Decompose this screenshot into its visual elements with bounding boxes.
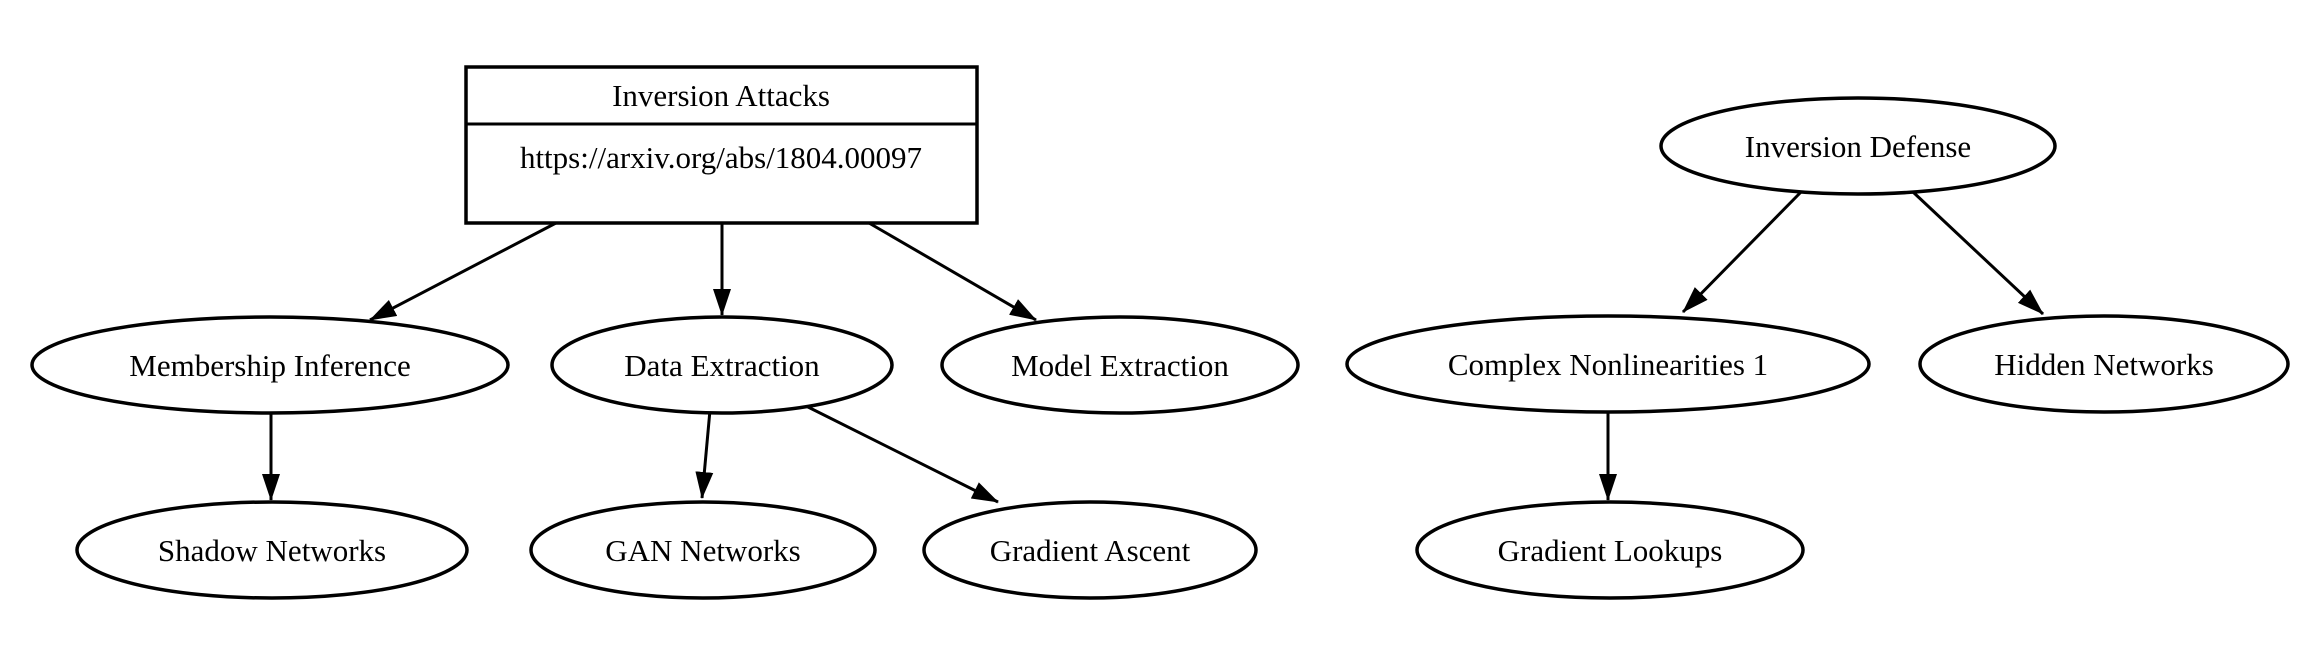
gradient-lookups-ellipse <box>1415 500 1805 600</box>
model-extraction-label: Model Extraction <box>1011 348 1229 383</box>
gan-networks-ellipse <box>529 500 877 600</box>
model-extraction-ellipse <box>940 315 1300 415</box>
edge-inversion-attacks-to-model-extraction <box>868 221 1037 322</box>
node-inversion-defense: Inversion Defense <box>1659 96 2057 196</box>
edge-inversion-attacks-to-membership-inference <box>369 221 557 322</box>
node-data-extraction: Data Extraction <box>550 315 894 415</box>
gradient-ascent-ellipse <box>922 500 1258 600</box>
node-gan-networks: GAN Networks <box>529 500 877 600</box>
node-shadow-networks: Shadow Networks <box>75 500 469 600</box>
inversion-attacks-title: Inversion Attacks <box>612 78 830 113</box>
membership-inference-label: Membership Inference <box>129 348 410 383</box>
gan-networks-label: GAN Networks <box>605 533 800 568</box>
shadow-networks-ellipse <box>75 500 469 600</box>
complex-nonlinearities-ellipse <box>1345 314 1871 414</box>
gradient-ascent-label: Gradient Ascent <box>990 533 1191 568</box>
inversion-defense-ellipse <box>1659 96 2057 196</box>
data-extraction-label: Data Extraction <box>624 348 820 383</box>
node-membership-inference: Membership Inference <box>30 315 510 415</box>
complex-nonlinearities-label: Complex Nonlinearities 1 <box>1448 347 1768 382</box>
hidden-networks-ellipse <box>1918 314 2290 414</box>
hidden-networks-label: Hidden Networks <box>1994 347 2214 382</box>
edge-data-extraction-to-gradient-ascent <box>797 400 999 504</box>
inversion-attacks-url: https://arxiv.org/abs/1804.00097 <box>520 140 922 175</box>
edge-inversion-defense-to-complex-nonlinearities <box>1681 190 1803 314</box>
membership-inference-ellipse <box>30 315 510 415</box>
node-model-extraction: Model Extraction <box>940 315 1300 415</box>
node-complex-nonlinearities: Complex Nonlinearities 1 <box>1345 314 1871 414</box>
edge-data-extraction-to-gan-networks <box>695 409 714 499</box>
edge-inversion-defense-to-hidden-networks <box>1911 190 2045 316</box>
gradient-lookups-label: Gradient Lookups <box>1498 533 1723 568</box>
shadow-networks-label: Shadow Networks <box>158 533 386 568</box>
node-inversion-attacks: Inversion Attacks https://arxiv.org/abs/… <box>464 65 979 225</box>
inversion-defense-label: Inversion Defense <box>1745 129 1971 164</box>
data-extraction-ellipse <box>550 315 894 415</box>
node-hidden-networks: Hidden Networks <box>1918 314 2290 414</box>
node-gradient-lookups: Gradient Lookups <box>1415 500 1805 600</box>
inversion-attacks-box <box>464 65 979 225</box>
node-gradient-ascent: Gradient Ascent <box>922 500 1258 600</box>
